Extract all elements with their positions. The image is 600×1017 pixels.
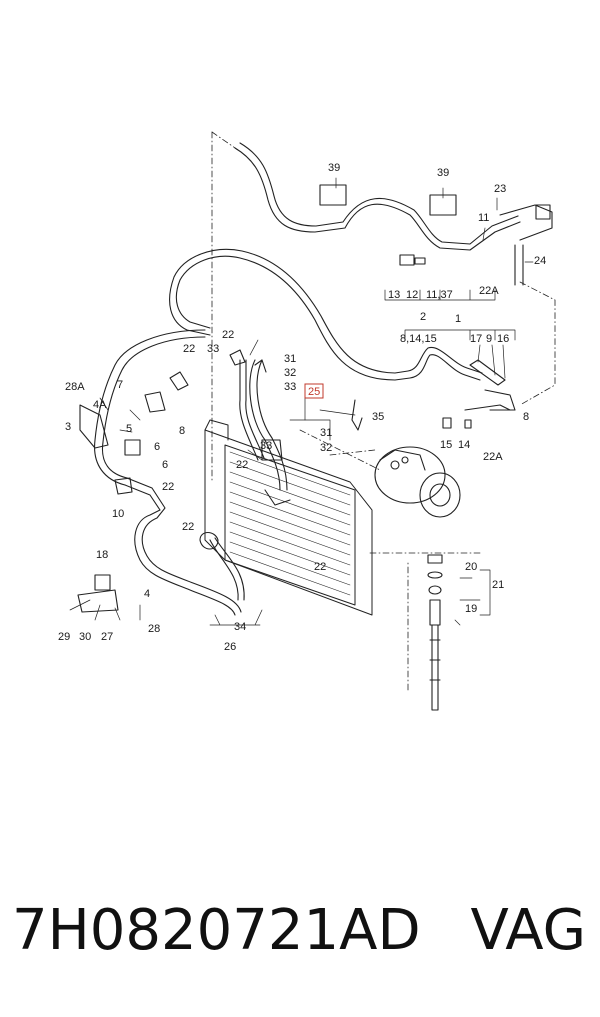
callout-8-right: 8 — [523, 411, 529, 423]
callout-22A-top: 22A — [479, 285, 499, 297]
guide-lines — [211, 131, 556, 691]
callout-3: 3 — [65, 421, 71, 433]
callout-9: 9 — [486, 333, 492, 345]
callout-31b: 31 — [320, 427, 332, 439]
callout-25-highlight-box — [304, 383, 324, 399]
callout-22A-right: 22A — [483, 451, 503, 463]
callout-26: 26 — [224, 641, 236, 653]
upper-hose — [234, 142, 521, 251]
callout-20: 20 — [465, 561, 477, 573]
callout-24: 24 — [534, 255, 546, 267]
callout-15: 15 — [440, 439, 452, 451]
callout-31a: 31 — [284, 353, 296, 365]
callout-32b: 32 — [320, 442, 332, 454]
callout-30: 30 — [79, 631, 91, 643]
callout-27: 27 — [101, 631, 113, 643]
callout-25: 25 — [308, 386, 320, 398]
callout-33b: 33 — [284, 381, 296, 393]
condenser — [204, 419, 373, 616]
callout-14: 14 — [458, 439, 470, 451]
left-hose — [94, 329, 245, 616]
callout-11: 11 — [478, 212, 489, 224]
fittings — [77, 184, 553, 613]
callout-17: 17 — [470, 333, 482, 345]
callout-8-14-15: 8,14,15 — [400, 333, 437, 345]
callout-28A: 28A — [65, 381, 85, 393]
callout-22c: 22 — [236, 459, 248, 471]
callout-29: 29 — [58, 631, 70, 643]
callout-22a: 22 — [222, 329, 234, 341]
callout-labels: 39 39 23 11 24 13 12 11,37 22A 2 1 8,14,… — [58, 162, 546, 653]
callout-10: 10 — [112, 508, 124, 520]
callout-28: 28 — [148, 623, 160, 635]
callout-6b: 6 — [162, 459, 168, 471]
callout-16: 16 — [497, 333, 509, 345]
callout-22b: 22 — [183, 343, 195, 355]
receiver-drier — [427, 554, 443, 711]
callout-11-37: 11,37 — [426, 289, 453, 301]
callout-4: 4 — [144, 588, 150, 600]
part-number-text: 7H0820721AD — [12, 898, 421, 963]
callout-39a: 39 — [328, 162, 340, 174]
callout-33c: 33 — [260, 440, 272, 452]
callout-6a: 6 — [154, 441, 160, 453]
callout-22e: 22 — [182, 521, 194, 533]
callout-4A: 4A — [93, 399, 107, 411]
compressor — [374, 446, 461, 518]
callout-22f: 22 — [314, 561, 326, 573]
callout-8-left: 8 — [179, 425, 185, 437]
ac-system-exploded-diagram: 39 39 23 11 24 13 12 11,37 22A 2 1 8,14,… — [58, 131, 556, 711]
callout-7: 7 — [117, 379, 123, 391]
callout-2: 2 — [420, 311, 426, 323]
callout-32a: 32 — [284, 367, 296, 379]
callout-1: 1 — [455, 313, 461, 325]
callout-13: 13 — [388, 289, 400, 301]
brand-text: VAG — [470, 898, 586, 963]
callout-5: 5 — [126, 423, 132, 435]
suction-hose — [169, 248, 483, 381]
callout-22d: 22 — [162, 481, 174, 493]
callout-12: 12 — [406, 289, 418, 301]
callout-33a: 33 — [207, 343, 219, 355]
callout-23: 23 — [494, 183, 506, 195]
callout-19: 19 — [465, 603, 477, 615]
callout-21: 21 — [492, 579, 504, 591]
callout-35: 35 — [372, 411, 384, 423]
callout-39b: 39 — [437, 167, 449, 179]
condenser-hoses — [239, 359, 291, 506]
callout-18: 18 — [96, 549, 108, 561]
leader-lines — [69, 177, 534, 626]
callout-34: 34 — [234, 621, 246, 633]
